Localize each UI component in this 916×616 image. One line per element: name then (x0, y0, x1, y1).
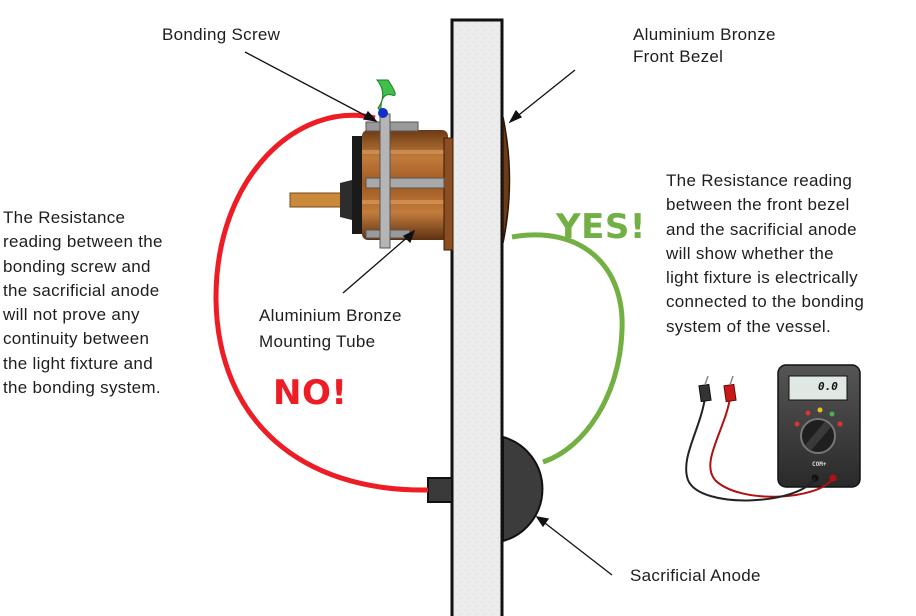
arrowhead-bonding-screw (362, 110, 378, 122)
note-right: The Resistance reading between the front… (666, 171, 865, 336)
arrow-sacrificial-anode (540, 519, 613, 576)
arrowhead-mounting-tube (402, 229, 416, 244)
probes (698, 375, 737, 403)
multimeter-display (788, 375, 848, 401)
arrow-mounting-tube (342, 234, 411, 294)
front-bezel (502, 116, 511, 244)
multimeter-reading: 0.0 (818, 380, 838, 393)
multimeter-port-label: COM+ (812, 461, 827, 468)
label-mounting-tube: Aluminium Bronze Mounting Tube (259, 306, 402, 351)
multimeter (777, 364, 861, 488)
yes-wire (511, 232, 625, 465)
hull-wall (450, 18, 504, 616)
probe-leads (685, 397, 834, 502)
arrow-bonding-screw (244, 51, 371, 119)
no-wire (213, 112, 429, 493)
label-front-bezel: Aluminium Bronze Front Bezel (633, 25, 776, 66)
note-left: The Resistance reading between the bondi… (3, 208, 163, 398)
sacrificial-anode (427, 435, 544, 543)
verdict-yes: YES! (556, 207, 646, 247)
verdict-no: NO! (273, 373, 348, 413)
arrowhead-front-bezel (508, 109, 523, 124)
arrow-front-bezel (514, 69, 576, 119)
label-sacrificial-anode: Sacrificial Anode (630, 566, 761, 585)
arrowhead-sacrificial-anode (535, 516, 550, 528)
label-bonding-screw: Bonding Screw (162, 25, 281, 44)
light-fixture (289, 79, 454, 251)
